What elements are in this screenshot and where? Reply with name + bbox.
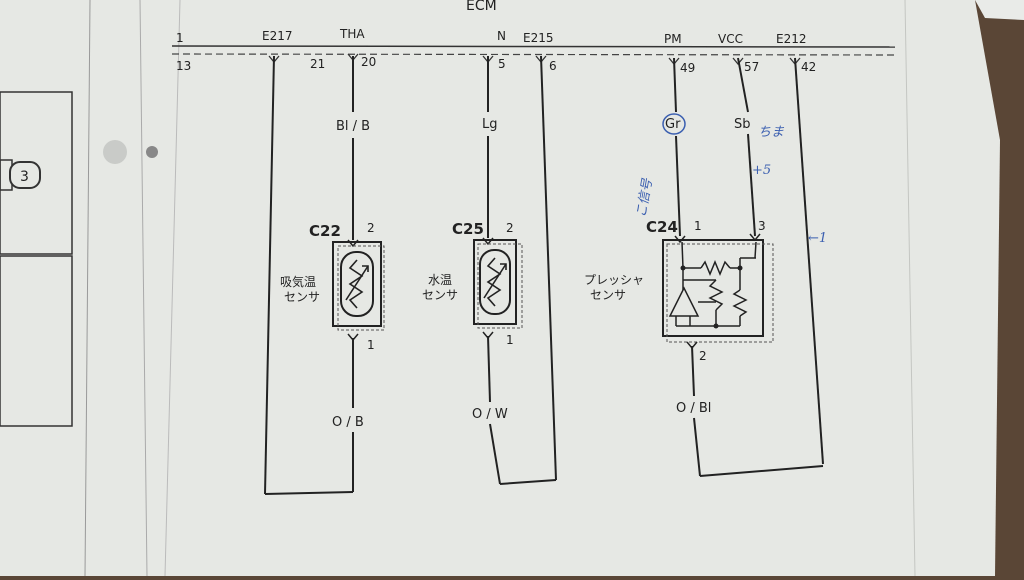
c25-sensor: C25 2 1 水温 センサ bbox=[422, 220, 523, 347]
wire-color-vcc: Sb bbox=[734, 117, 751, 132]
c24-name-line2: センサ bbox=[590, 288, 626, 302]
connector-tab-icon: 3 bbox=[9, 161, 41, 189]
pin-name-e217: E217 bbox=[262, 29, 293, 43]
paper-sheet bbox=[0, 0, 1000, 576]
pin-number-57: 57 bbox=[744, 60, 759, 74]
handwritten-right-mark: ←1 bbox=[808, 231, 827, 246]
pin-number-42: 42 bbox=[801, 60, 816, 74]
handwritten-right-note2: +5 bbox=[752, 163, 771, 178]
left-fragment bbox=[0, 0, 181, 577]
pin-number-6: 6 bbox=[549, 59, 557, 73]
handwritten-right-note1: ちま bbox=[758, 125, 785, 140]
c24-sensor: C24 1 3 2 bbox=[584, 218, 774, 363]
handwritten-notes: こ信号 ちま +5 ←1 bbox=[634, 113, 827, 246]
c22-pin-top: 2 bbox=[367, 221, 375, 235]
wire-color-pm: Gr bbox=[665, 117, 681, 132]
c24-circuit-wires bbox=[673, 57, 824, 477]
pin-name-pm: PM bbox=[664, 32, 682, 46]
pin-name-n: N bbox=[497, 29, 506, 43]
wire-color-tha-ground: O / B bbox=[332, 415, 364, 430]
wire-color-pm-ground: O / Bl bbox=[676, 401, 711, 416]
ecm-bus-line bbox=[171, 45, 896, 48]
punch-hole bbox=[103, 140, 127, 164]
c24-name-line1: プレッシャ bbox=[584, 273, 644, 287]
ecm-title: ECM bbox=[466, 0, 497, 14]
c22-name-line2: センサ bbox=[284, 290, 320, 304]
paper-corner bbox=[975, 0, 1024, 20]
c22-name-line1: 吸気温 bbox=[280, 274, 316, 289]
c24-pin-3: 3 bbox=[758, 219, 766, 233]
c25-circuit-wires bbox=[487, 55, 557, 485]
pin-name-e215: E215 bbox=[523, 31, 554, 45]
c25-name-line1: 水温 bbox=[428, 273, 452, 287]
pin-number-20: 20 bbox=[361, 55, 376, 69]
wire-color-n: Lg bbox=[482, 117, 498, 132]
c22-id: C22 bbox=[309, 222, 341, 240]
paper-fold-line bbox=[904, 0, 916, 577]
pin-number-5: 5 bbox=[498, 57, 506, 71]
connector-tab-label: 3 bbox=[20, 169, 29, 185]
wire-color-tha: Bl / B bbox=[336, 119, 370, 134]
pin-name-tha: THA bbox=[339, 27, 365, 41]
c25-id: C25 bbox=[452, 220, 484, 238]
wire-color-n-ground: O / W bbox=[472, 407, 508, 422]
pin-number-49: 49 bbox=[680, 61, 695, 75]
c24-pin-1: 1 bbox=[694, 219, 702, 233]
pin-number-13: 13 bbox=[176, 59, 191, 73]
c24-pin-2: 2 bbox=[699, 349, 707, 363]
c22-circuit-wires bbox=[264, 55, 354, 495]
pin-number-21: 21 bbox=[310, 57, 325, 71]
pin-name-vcc: VCC bbox=[718, 32, 743, 46]
c25-pin-bottom: 1 bbox=[506, 333, 514, 347]
c25-pin-top: 2 bbox=[506, 221, 514, 235]
pin-name-1: 1 bbox=[176, 31, 184, 45]
pin-name-e212: E212 bbox=[776, 32, 807, 46]
handwritten-left-note: こ信号 bbox=[634, 177, 656, 219]
c22-pin-bottom: 1 bbox=[367, 338, 375, 352]
c25-name-line2: センサ bbox=[422, 288, 458, 302]
c22-sensor: C22 2 1 吸気温 センサ bbox=[280, 221, 385, 352]
punch-hole bbox=[146, 146, 158, 158]
c24-id: C24 bbox=[646, 218, 678, 236]
